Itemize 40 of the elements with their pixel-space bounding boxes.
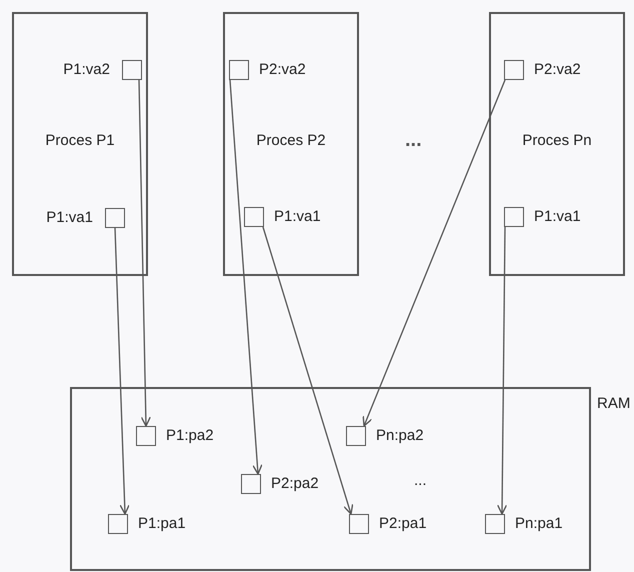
address-label: P2:va2 (259, 61, 306, 79)
memory-cell (349, 514, 369, 534)
memory-cell (136, 426, 156, 446)
address-label: P1:va1 (534, 208, 581, 226)
address-label: P1:va2 (63, 61, 110, 79)
process-title: Proces Pn (521, 132, 593, 150)
arrow (262, 226, 354, 515)
memory-cell (108, 514, 128, 534)
memory-cell (346, 426, 366, 446)
arrow (229, 80, 263, 475)
memory-box (70, 387, 591, 571)
address-label: P2:pa2 (271, 475, 319, 493)
address-label: Pn:pa1 (515, 515, 563, 533)
address-label: P2:va2 (534, 61, 581, 79)
address-label: P1:pa2 (166, 427, 214, 445)
process-title: Proces P2 (255, 132, 327, 150)
address-label: P1:va1 (274, 208, 321, 226)
address-label: P1:va1 (46, 209, 93, 227)
address-cell (105, 208, 125, 228)
address-cell (229, 60, 249, 80)
memory-title: RAM (597, 395, 630, 413)
process-box (223, 12, 359, 276)
arrow (138, 80, 151, 427)
ellipsis: ... (414, 472, 427, 490)
process-box (489, 12, 625, 276)
address-cell (122, 60, 142, 80)
address-label: Pn:pa2 (376, 427, 424, 445)
address-label: P2:pa1 (379, 515, 427, 533)
arrow (496, 227, 508, 515)
process-title: Proces P1 (44, 132, 116, 150)
address-cell (504, 207, 524, 227)
arrow (114, 228, 130, 515)
ellipsis: ... (405, 131, 422, 149)
address-cell (244, 207, 264, 227)
memory-cell (241, 474, 261, 494)
address-cell (504, 60, 524, 80)
process-box (12, 12, 148, 276)
memory-cell (485, 514, 505, 534)
address-label: P1:pa1 (138, 515, 186, 533)
arrow (362, 80, 506, 427)
